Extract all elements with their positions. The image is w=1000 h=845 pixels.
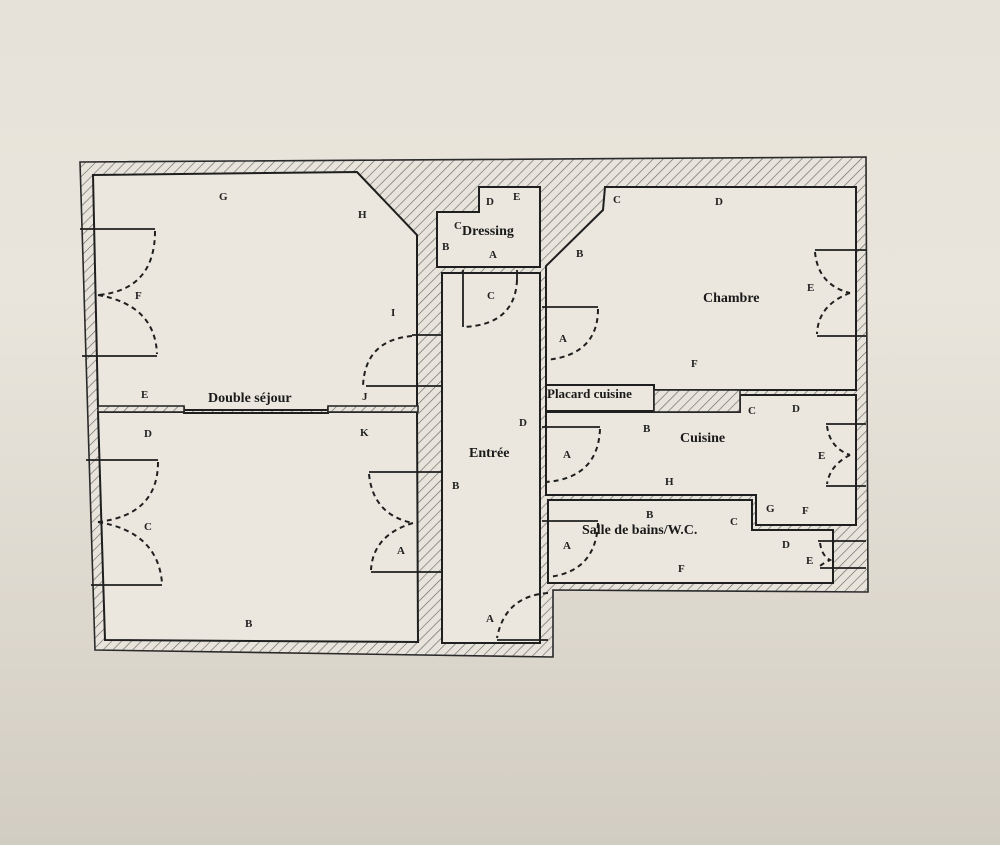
letter-sdb-c: C	[730, 516, 738, 528]
label-dressing: Dressing	[462, 224, 514, 239]
placard-hatch	[653, 389, 741, 413]
door-swing-chambre-closet-upper	[814, 251, 851, 294]
door-swing-sdb	[547, 522, 599, 578]
letter-sdb-d: D	[782, 539, 790, 551]
label-salle-de-bains: Salle de bains/W.C.	[582, 523, 697, 538]
letter-sdb-e: E	[806, 555, 813, 567]
label-cuisine: Cuisine	[680, 431, 725, 446]
letter-sdb-b: B	[646, 509, 654, 521]
letter-chambre-a: A	[559, 333, 567, 345]
letter-sejour-h: H	[358, 209, 367, 221]
letter-sejour-e: E	[141, 389, 148, 401]
letter-chambre-d: D	[715, 196, 723, 208]
sejour-partition-left	[97, 405, 185, 413]
letter-cuisine-f: F	[802, 505, 809, 517]
letter-dressing-a: A	[489, 249, 497, 261]
letter-cuisine-c: C	[748, 405, 756, 417]
letter-cuisine-h: H	[665, 476, 674, 488]
door-swing-c-upper	[97, 461, 159, 523]
sejour-partition-right	[327, 405, 419, 413]
letter-dressing-d: D	[486, 196, 494, 208]
door-swing-c-lower	[97, 521, 163, 584]
letter-cuisine-g: G	[766, 503, 775, 515]
door-swing-entree	[496, 592, 549, 639]
label-placard-cuisine: Placard cuisine	[547, 386, 632, 401]
door-swing-chambre	[545, 308, 599, 361]
letter-chambre-b: B	[576, 248, 584, 260]
letter-entree-c: C	[487, 290, 495, 302]
letter-dressing-e: E	[513, 191, 520, 203]
door-swing-a-upper	[368, 473, 414, 524]
door-swing-cuisine-closet-lower	[826, 454, 851, 485]
letter-entree-b: B	[452, 480, 460, 492]
letter-sejour-d: D	[144, 428, 152, 440]
letter-sejour-g: G	[219, 191, 228, 203]
letter-sejour-k: K	[360, 427, 369, 439]
letter-entree-a: A	[486, 613, 494, 625]
label-chambre: Chambre	[703, 291, 760, 306]
rooms	[91, 170, 857, 644]
door-swing-sdb-closet	[819, 542, 833, 567]
letter-cuisine-b: B	[643, 423, 651, 435]
letter-sdb-f: F	[678, 563, 685, 575]
room-labels: Double séjour Dressing Entrée Chambre Pl…	[208, 224, 760, 538]
partitions	[97, 389, 741, 413]
letter-sejour-b: B	[245, 618, 253, 630]
letter-chambre-e: E	[807, 282, 814, 294]
door-swing-dressing	[462, 279, 518, 328]
letter-chambre-c: C	[613, 194, 621, 206]
letter-chambre-f: F	[691, 358, 698, 370]
door-swings	[97, 230, 851, 639]
door-swing-cuisine	[545, 428, 601, 483]
wall-letters: G H I J K F E D C A B D E C B A C D B A …	[135, 191, 825, 630]
door-swing-chambre-closet-lower	[816, 292, 851, 335]
room-placard-cuisine	[545, 384, 655, 412]
room-dressing	[436, 186, 541, 268]
letter-sejour-a: A	[397, 545, 405, 557]
door-swing-i	[362, 335, 413, 387]
label-entree: Entrée	[469, 446, 509, 461]
door-swing-f-upper	[97, 230, 156, 296]
letter-entree-d: D	[519, 417, 527, 429]
letter-sejour-j: J	[362, 391, 368, 403]
label-double-sejour: Double séjour	[208, 391, 292, 406]
letter-cuisine-d: D	[792, 403, 800, 415]
letter-sejour-c: C	[144, 521, 152, 533]
door-swing-f-lower	[97, 294, 158, 355]
letter-dressing-b: B	[442, 241, 450, 253]
letter-cuisine-e: E	[818, 450, 825, 462]
letter-cuisine-a: A	[563, 449, 571, 461]
room-entree	[441, 272, 541, 644]
door-swing-cuisine-closet-upper	[826, 425, 851, 456]
letter-dressing-c: C	[454, 220, 462, 232]
letter-sejour-f: F	[135, 290, 142, 302]
frame-lines	[80, 228, 866, 641]
letter-sdb-a: A	[563, 540, 571, 552]
room-salle-de-bains	[547, 499, 834, 584]
letter-sejour-i: I	[391, 307, 395, 319]
